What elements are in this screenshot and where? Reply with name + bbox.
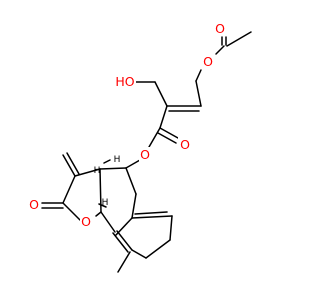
bond-o-ring-c (125, 159, 141, 169)
atom-label-stereo-h-3: H (102, 198, 109, 208)
atom-label-acetyl-carbonyl-o: O (215, 21, 225, 36)
atom-label-stereo-h-1: H (114, 155, 121, 165)
bond-acetyl-methyl (226, 31, 252, 47)
bond-c6-c7-double-b (134, 211, 168, 215)
bond-c3-methylene-b (66, 152, 80, 175)
bond-c7-c8 (169, 215, 173, 241)
bond-o-ch2 (195, 69, 202, 82)
atom-label-acetyl-ester-o: O (203, 54, 213, 69)
bond-c4-c3a (99, 167, 127, 170)
stereo-hash-2 (98, 203, 107, 208)
atom-label-lactone-ring-o: O (81, 214, 91, 229)
bond-ester-carbonyl-a (159, 127, 179, 139)
bond-ch2-alkene (195, 80, 202, 107)
bond-c5-c6 (131, 193, 137, 219)
bond-acetyl-c-o (215, 45, 225, 55)
structure-canvas: O O HO O O O O H H H (28, 21, 252, 273)
bond-alkene-ester-c (159, 105, 168, 129)
bond-c11-c9b (100, 211, 116, 233)
molecule-drawing: O O HO O O O O H H H (28, 21, 252, 273)
bond-c4-c5 (125, 167, 137, 195)
atom-label-hydroxyl: HO (115, 74, 134, 89)
atom-label-stereo-h-2: H (94, 166, 101, 176)
bond-c10-c11-double-b (112, 232, 129, 253)
atom-label-lactone-carbonyl-o: O (29, 197, 39, 212)
bond-c3-c2 (62, 175, 76, 204)
bond-c10-methyl (117, 251, 131, 273)
stereo-hash-1 (103, 159, 111, 164)
bond-ester-carbonyl-b (157, 132, 177, 144)
bond-ester-c-o (148, 127, 161, 148)
bond-c6-c7-double-a (131, 215, 173, 219)
bond-c3-methylene-a (62, 154, 76, 177)
bond-c8-c9 (145, 239, 171, 259)
bond-o1-c9b (95, 211, 102, 217)
bond-alkene-ch2oh (154, 81, 168, 107)
bond-c9-c10 (131, 249, 147, 259)
atom-label-ester-carbonyl-o: O (180, 137, 190, 152)
bond-c10-c11-double-a (116, 230, 133, 251)
bond-c2-o1 (62, 202, 81, 221)
atom-label-ester-link-o: O (140, 147, 150, 162)
bond-c3a-c3 (74, 168, 101, 177)
